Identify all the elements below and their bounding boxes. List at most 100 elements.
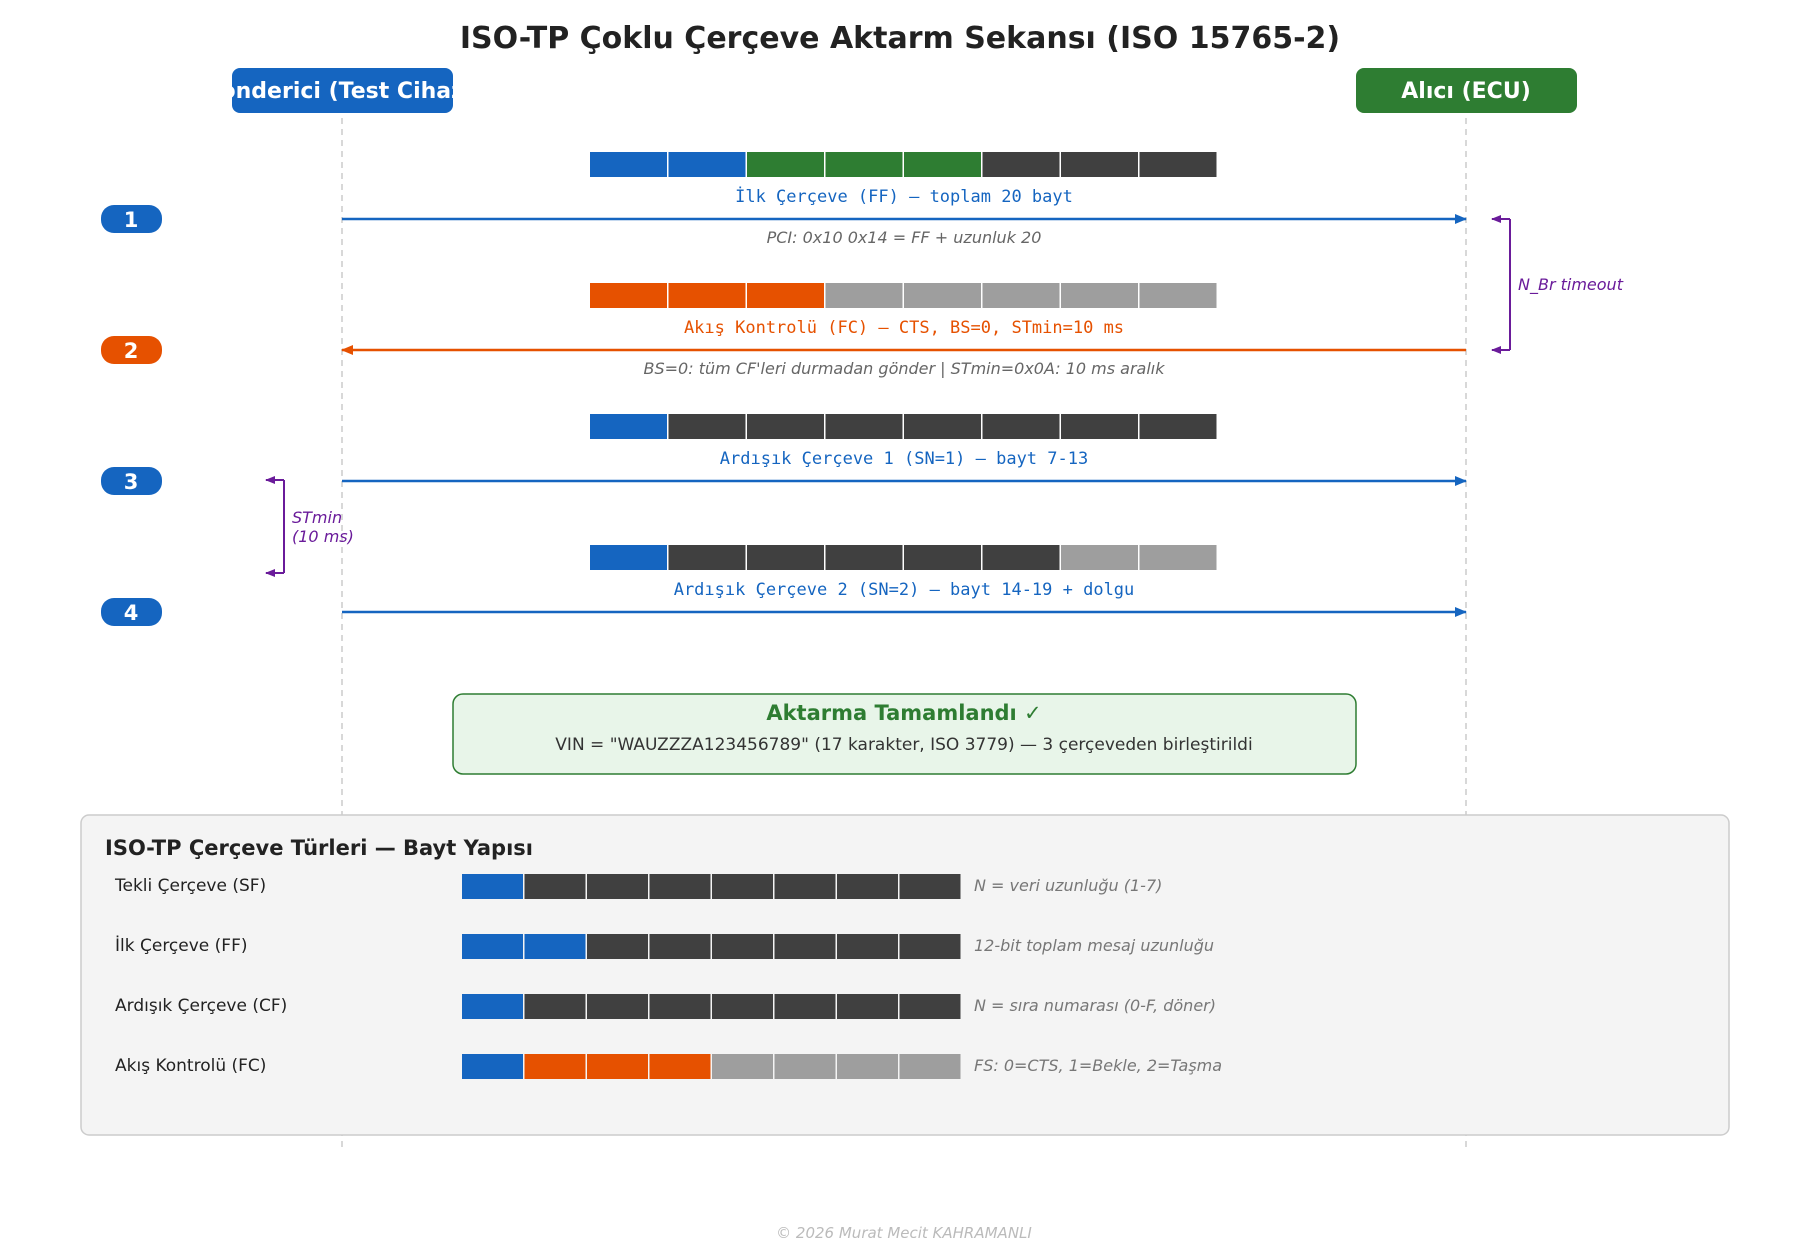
byte-cell-data (668, 545, 746, 570)
legend-title: ISO-TP Çerçeve Türleri — Bayt Yapısı (105, 836, 533, 860)
byte-cell-ff_length (747, 152, 824, 177)
legend-byte-data (587, 934, 648, 959)
byte-cell-pci (668, 152, 746, 177)
legend-byte-padding (837, 1054, 898, 1079)
legend-byte-pci (524, 934, 586, 959)
stmin-bracket: STmin (10 ms) (265, 476, 354, 577)
legend-byte-data (712, 934, 773, 959)
step-badge-3: 3 (101, 467, 162, 495)
legend-byte-pci (462, 934, 523, 959)
byte-cell-padding (1061, 283, 1138, 308)
legend-row-2: İlk Çerçeve (FF) 12-bit toplam mesaj uzun… (115, 934, 1214, 959)
stmin-label-line2: (10 ms) (292, 527, 354, 546)
byte-cell-fc (668, 283, 746, 308)
byte-cell-data (1139, 152, 1217, 177)
diagram-title: ISO-TP Çoklu Çerçeve Aktarm Sekansı (ISO… (460, 21, 1340, 56)
legend-byte-data (587, 874, 648, 899)
message-3-byte-strip (590, 414, 1217, 439)
message-3-label: Ardışık Çerçeve 1 (SN=1) — bayt 7-13 (720, 449, 1088, 469)
message-2-byte-strip (590, 283, 1217, 308)
byte-cell-padding (1139, 545, 1217, 570)
step-number: 3 (124, 470, 139, 494)
message-1-label: İlk Çerçeve (FF) — toplam 20 bayt (735, 186, 1073, 207)
receiver-actor: Alıcı (ECU) (1356, 68, 1577, 113)
byte-cell-data (1061, 414, 1138, 439)
byte-cell-data (747, 545, 824, 570)
message-3: Ardışık Çerçeve 1 (SN=1) — bayt 7-13 3 (101, 414, 1467, 495)
byte-cell-data (1061, 152, 1138, 177)
legend-byte-data (649, 874, 711, 899)
step-badge-1: 1 (101, 205, 162, 233)
byte-cell-data (747, 414, 824, 439)
legend-byte-fc (649, 1054, 711, 1079)
byte-cell-data (982, 414, 1060, 439)
legend-byte-data (712, 874, 773, 899)
legend-row-name: Tekli Çerçeve (SF) (114, 876, 266, 896)
legend-byte-data (837, 934, 898, 959)
nbr-timeout-label: N_Br timeout (1518, 275, 1624, 295)
legend-byte-data (774, 874, 836, 899)
frame-types-legend: ISO-TP Çerçeve Türleri — Bayt Yapısı Tek… (80, 814, 1730, 1136)
legend-byte-pci (462, 874, 523, 899)
message-4-byte-strip (590, 545, 1217, 570)
message-2-note: BS=0: tüm CF'leri durmadan gönder | STmi… (644, 359, 1166, 378)
byte-cell-fc (747, 283, 824, 308)
legend-row-4: Akış Kontrolü (FC)FS: 0=CTS, 1=Bekle, 2=… (115, 1054, 1222, 1079)
byte-cell-ff_length (904, 152, 981, 177)
legend-row-name: Akış Kontrolü (FC) (115, 1056, 266, 1076)
legend-byte-padding (899, 1054, 961, 1079)
legend-row-name: Ardışık Çerçeve (CF) (115, 996, 287, 1016)
legend-byte-fc (524, 1054, 586, 1079)
sender-actor: Gönderici (Test Cihazı) (202, 68, 481, 113)
sender-actor-label: Gönderici (Test Cihazı) (202, 79, 481, 104)
legend-byte-padding (774, 1054, 836, 1079)
byte-cell-data (825, 545, 903, 570)
step-badge-2: 2 (101, 336, 162, 364)
legend-byte-fc (587, 1054, 648, 1079)
legend-row-desc: N = sıra numarası (0-F, döner) (974, 996, 1216, 1015)
legend-row-desc: 12-bit toplam mesaj uzunluğu (974, 936, 1214, 955)
legend-byte-data (649, 934, 711, 959)
legend-byte-data (774, 994, 836, 1019)
byte-cell-data (1139, 414, 1217, 439)
legend-byte-data (712, 994, 773, 1019)
legend-byte-data (837, 994, 898, 1019)
byte-cell-pci (590, 545, 667, 570)
step-number: 1 (124, 208, 139, 232)
completion-title: Aktarma Tamamlandı ✓ (766, 701, 1041, 725)
byte-cell-padding (1061, 545, 1138, 570)
byte-cell-data (982, 152, 1060, 177)
stmin-label-line1: STmin (292, 508, 342, 527)
legend-row-3: Ardışık Çerçeve (CF) N = sıra numarası (0… (115, 994, 1216, 1019)
legend-byte-data (524, 994, 586, 1019)
byte-cell-pci (590, 152, 667, 177)
byte-cell-padding (1139, 283, 1217, 308)
byte-cell-pci (590, 414, 667, 439)
legend-byte-pci (462, 994, 523, 1019)
copyright-notice: © 2026 Murat Mecit KAHRAMANLI (776, 1224, 1032, 1242)
legend-row-name: İlk Çerçeve (FF) (115, 935, 247, 956)
legend-row-desc: N = veri uzunluğu (1-7) (974, 876, 1162, 895)
byte-cell-data (825, 414, 903, 439)
nbr-timeout-bracket: N_Br timeout (1491, 215, 1624, 354)
byte-cell-data (904, 545, 981, 570)
message-1-byte-strip (590, 152, 1217, 177)
legend-byte-pci (462, 1054, 523, 1079)
legend-byte-data (649, 994, 711, 1019)
byte-cell-data (982, 545, 1060, 570)
legend-row-1: Tekli Çerçeve (SF) N = veri uzunluğu (1-7… (114, 874, 1162, 899)
step-number: 4 (124, 601, 139, 625)
legend-byte-padding (712, 1054, 773, 1079)
legend-byte-data (899, 994, 961, 1019)
message-2-label: Akış Kontrolü (FC) — CTS, BS=0, STmin=10… (684, 318, 1124, 338)
legend-byte-data (899, 934, 961, 959)
step-badge-4: 4 (101, 598, 162, 626)
message-4: Ardışık Çerçeve 2 (SN=2) — bayt 14-19 + … (101, 545, 1467, 626)
step-number: 2 (124, 339, 139, 363)
message-2: Akış Kontrolü (FC) — CTS, BS=0, STmin=10… (101, 283, 1466, 378)
legend-byte-data (524, 874, 586, 899)
legend-byte-data (774, 934, 836, 959)
